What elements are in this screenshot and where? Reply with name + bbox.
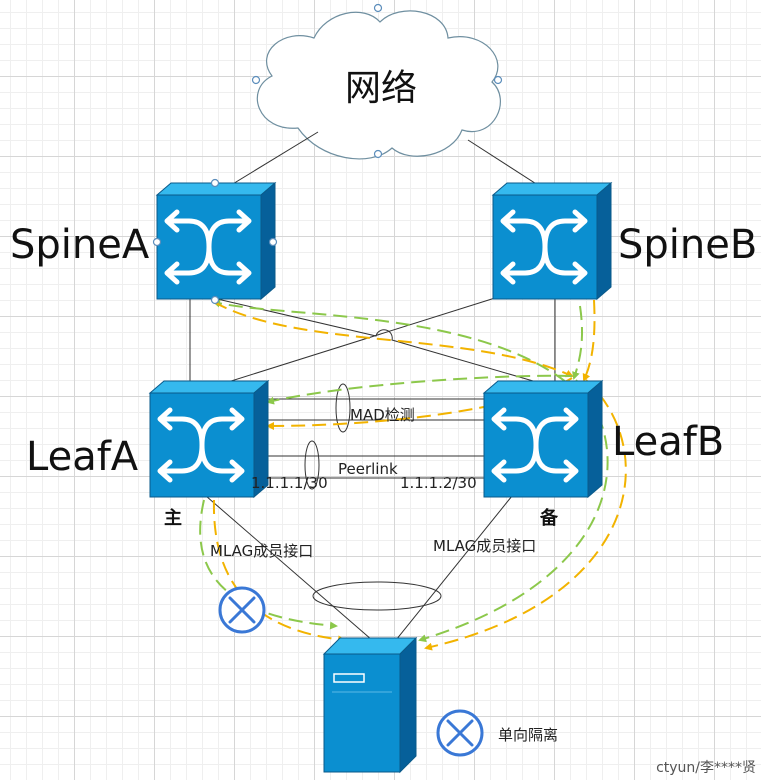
mlag-right-label: MLAG成员接口 xyxy=(433,537,536,555)
watermark: ctyun/李****贤 xyxy=(656,760,756,776)
mad-bundle xyxy=(335,383,351,433)
isolation-x-icon xyxy=(218,586,266,634)
peerlink-label: Peerlink xyxy=(338,460,398,478)
cloud-label: 网络 xyxy=(345,68,417,109)
leaf-b-ip-label: 1.1.1.2/30 xyxy=(400,474,477,492)
mad-label: MAD检测 xyxy=(350,406,415,424)
leaf-a-label: LeafA xyxy=(26,434,139,480)
legend-isolation-x-icon xyxy=(436,709,484,757)
server-icon xyxy=(322,636,418,774)
spine-a-label: SpineA xyxy=(10,222,150,268)
leaf-a-role-label: 主 xyxy=(164,507,182,529)
leaf-b-role-label: 备 xyxy=(539,507,559,529)
selection-handles xyxy=(152,178,278,305)
spine-a-switch-icon xyxy=(157,183,275,299)
leaf-b-label: LeafB xyxy=(612,419,724,465)
mlag-bundle xyxy=(312,581,442,611)
spine-b-switch-icon xyxy=(493,183,611,299)
cloud-icon xyxy=(251,3,503,160)
leaf-a-ip-label: 1.1.1.1/30 xyxy=(251,474,328,492)
mlag-left-label: MLAG成员接口 xyxy=(210,542,313,560)
leaf-b-switch-icon xyxy=(484,381,602,497)
legend-isolation-label: 单向隔离 xyxy=(498,726,558,744)
peerlink-bundle xyxy=(304,440,320,490)
spine-b-label: SpineB xyxy=(618,222,757,268)
